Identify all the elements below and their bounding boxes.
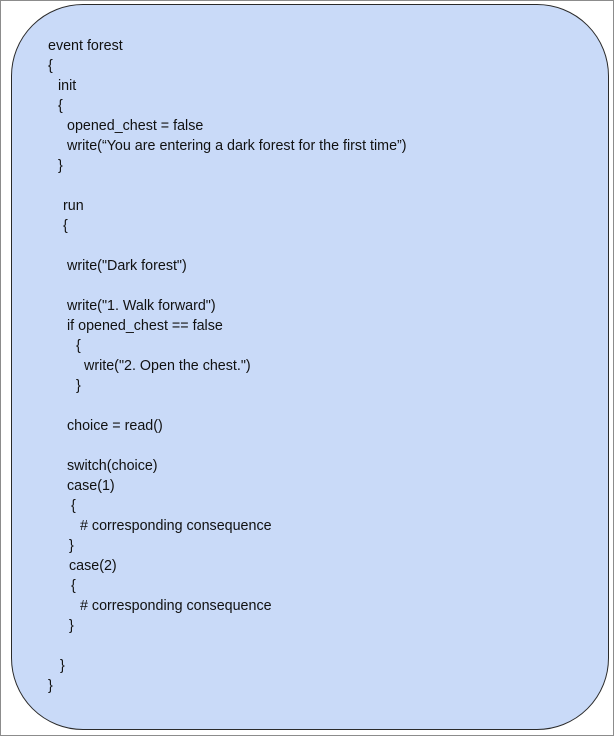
code-line: switch(choice) [67,458,158,474]
code-line: if opened_chest == false [67,318,223,334]
code-line: } [69,618,74,634]
code-line: { [48,58,53,74]
code-line: case(1) [67,478,115,494]
code-line: } [69,538,74,554]
code-line: # corresponding consequence [80,598,272,614]
code-line: write("Dark forest") [67,258,187,274]
code-line: # corresponding consequence [80,518,272,534]
code-line: { [76,338,81,354]
code-line: init [58,78,77,94]
code-line: write("2. Open the chest.") [84,358,251,374]
code-line: } [60,658,65,674]
code-line: } [48,678,53,694]
code-line: run [63,198,84,214]
code-line: opened_chest = false [67,118,204,134]
code-line: event forest [48,38,123,54]
code-line: write(“You are entering a dark forest fo… [67,138,407,154]
code-line: { [58,98,63,114]
code-line: } [58,158,63,174]
code-line: { [71,498,76,514]
code-line: { [71,578,76,594]
code-line: { [63,218,68,234]
code-card [11,4,609,730]
code-line: } [76,378,81,394]
code-line: choice = read() [67,418,163,434]
code-line: write("1. Walk forward") [67,298,216,314]
code-line: case(2) [69,558,117,574]
